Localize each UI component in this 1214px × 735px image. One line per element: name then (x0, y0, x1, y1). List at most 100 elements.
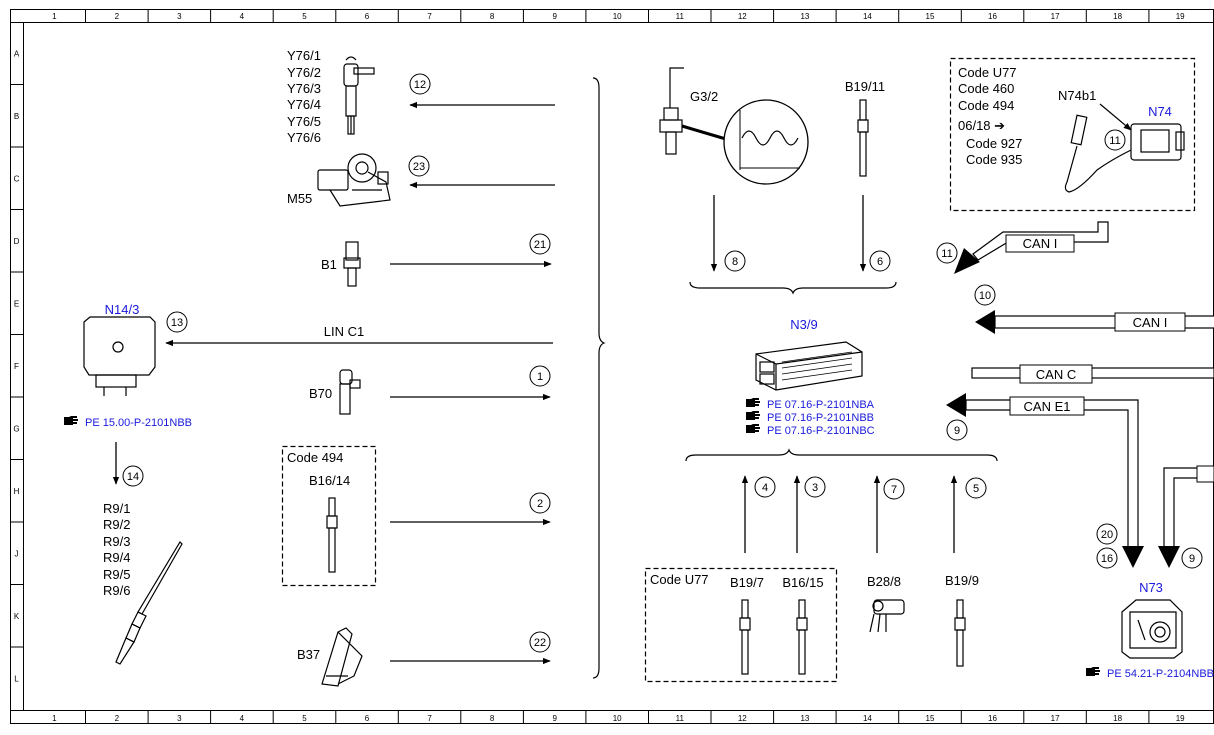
grid-row-label: A (14, 49, 20, 58)
grid-column-label: 5 (302, 12, 307, 21)
badge-9: 9 (1181, 547, 1203, 569)
svg-text:13: 13 (171, 317, 183, 329)
pointing-hand-icon (746, 424, 760, 433)
svg-text:12: 12 (414, 79, 426, 91)
svg-text:11: 11 (941, 248, 952, 260)
svg-text:21: 21 (534, 239, 546, 251)
svg-text:20: 20 (1101, 529, 1113, 541)
n74b1-label: N74b1 (1058, 88, 1096, 103)
temperature-sensor-icon (796, 599, 808, 675)
y76-label: Y76/2 (287, 65, 321, 80)
r9-label: R9/4 (103, 550, 130, 565)
code-494-label: Code 494 (287, 450, 343, 465)
badge-10: 10 (974, 284, 996, 306)
n73-reference-link[interactable]: PE 54.21-P-2104NBB (1107, 668, 1214, 680)
n3-9-reference-link[interactable]: PE 07.16-P-2101NBC (767, 425, 875, 437)
badge-22: 22 (529, 631, 551, 653)
y76-label: Y76/1 (287, 48, 321, 63)
grid-column-label: 13 (800, 12, 809, 21)
svg-text:23: 23 (413, 161, 425, 173)
svg-text:3: 3 (812, 482, 818, 494)
y76-label: Y76/4 (287, 97, 321, 112)
svg-text:7: 7 (891, 484, 897, 496)
svg-text:22: 22 (534, 637, 546, 649)
grid-column-label: 8 (490, 12, 495, 21)
grid-column-label: 19 (1176, 12, 1185, 21)
grid-column-label: 8 (490, 714, 495, 723)
code-box-line: 06/18 ➔ (958, 118, 1005, 133)
code-u77-label: Code U77 (650, 572, 709, 587)
grid-column-label: 3 (177, 12, 182, 21)
grid-column-label: 1 (52, 12, 57, 21)
b19-7-label: B19/7 (730, 575, 764, 590)
pointing-hand-icon (64, 416, 78, 425)
input-bracket (592, 77, 606, 679)
b37-label: B37 (297, 647, 320, 662)
code-box-line: Code 494 (958, 98, 1014, 113)
code-box-line: Code 927 (966, 136, 1022, 151)
grid-column-label: 10 (613, 12, 622, 21)
grid-column-label: 1 (52, 714, 57, 723)
svg-text:9: 9 (954, 425, 960, 437)
badge-9: 9 (946, 419, 968, 441)
grid-column-label: 16 (988, 714, 997, 723)
r9-label-group: R9/1 R9/2 R9/3 R9/4 R9/5 R9/6 (103, 501, 130, 598)
r9-label: R9/6 (103, 583, 130, 598)
grid-column-label: 18 (1113, 12, 1122, 21)
badge-1: 1 (529, 365, 551, 387)
grid-column-label: 17 (1051, 12, 1060, 21)
b28-8-label: B28/8 (867, 574, 901, 589)
down-arrowhead (1122, 546, 1144, 568)
top-bracket (689, 281, 897, 295)
n73-label: N73 (1139, 580, 1163, 595)
badge-20: 20 (1096, 523, 1118, 545)
n14-3-reference-link[interactable]: PE 15.00-P-2101NBB (85, 417, 192, 429)
signal-waveform-icon (723, 99, 809, 185)
svg-text:2: 2 (537, 498, 543, 510)
n74-code-box (949, 57, 1196, 212)
n3-9-reference-link[interactable]: PE 07.16-P-2101NBA (767, 399, 875, 411)
crank-sensor-icon (339, 369, 361, 415)
grid-column-label: 2 (115, 714, 120, 723)
badge-13: 13 (166, 311, 188, 333)
code-box-line: Code 935 (966, 152, 1022, 167)
pedal-sensor-icon (321, 627, 363, 687)
g3-2-label: G3/2 (690, 89, 718, 104)
code-494-box (281, 445, 377, 587)
engine-control-unit-icon (755, 341, 863, 391)
grid-column-label: 11 (676, 714, 685, 723)
pointing-hand-icon (746, 411, 760, 420)
can-i-label: CAN I (1023, 236, 1058, 251)
y76-label: Y76/5 (287, 114, 321, 129)
badge-11: 11 (936, 242, 958, 264)
badge-16: 16 (1096, 547, 1118, 569)
temperature-sensor-icon (954, 599, 966, 667)
svg-text:1: 1 (537, 371, 543, 383)
grid-row-label: D (14, 237, 20, 246)
grid-column-label: 5 (302, 714, 307, 723)
grid-column-label: 7 (427, 12, 432, 21)
m55-label: M55 (287, 191, 312, 206)
n3-9-reference-link[interactable]: PE 07.16-P-2101NBB (767, 412, 874, 424)
grid-row-label: J (15, 549, 19, 558)
grid-row-label: E (14, 299, 19, 308)
b19-9-label: B19/9 (945, 573, 979, 588)
badge-8: 8 (724, 250, 746, 272)
svg-text:16: 16 (1101, 553, 1113, 565)
grid-row-label: B (14, 112, 19, 121)
grid-column-label: 17 (1051, 714, 1060, 723)
grid-row-label: K (14, 612, 20, 621)
badge-3: 3 (804, 476, 826, 498)
can-e1-arrowhead (946, 393, 966, 417)
grid-row-label: L (14, 674, 19, 683)
r9-label: R9/1 (103, 501, 130, 516)
glow-plug-icon (115, 541, 183, 665)
grid-column-label: 4 (240, 714, 245, 723)
grid-column-label: 11 (676, 12, 685, 21)
grid-row-label: C (14, 174, 20, 183)
temperature-sensor-icon (326, 497, 338, 573)
n74-label: N74 (1148, 104, 1172, 119)
svg-text:10: 10 (979, 290, 991, 302)
